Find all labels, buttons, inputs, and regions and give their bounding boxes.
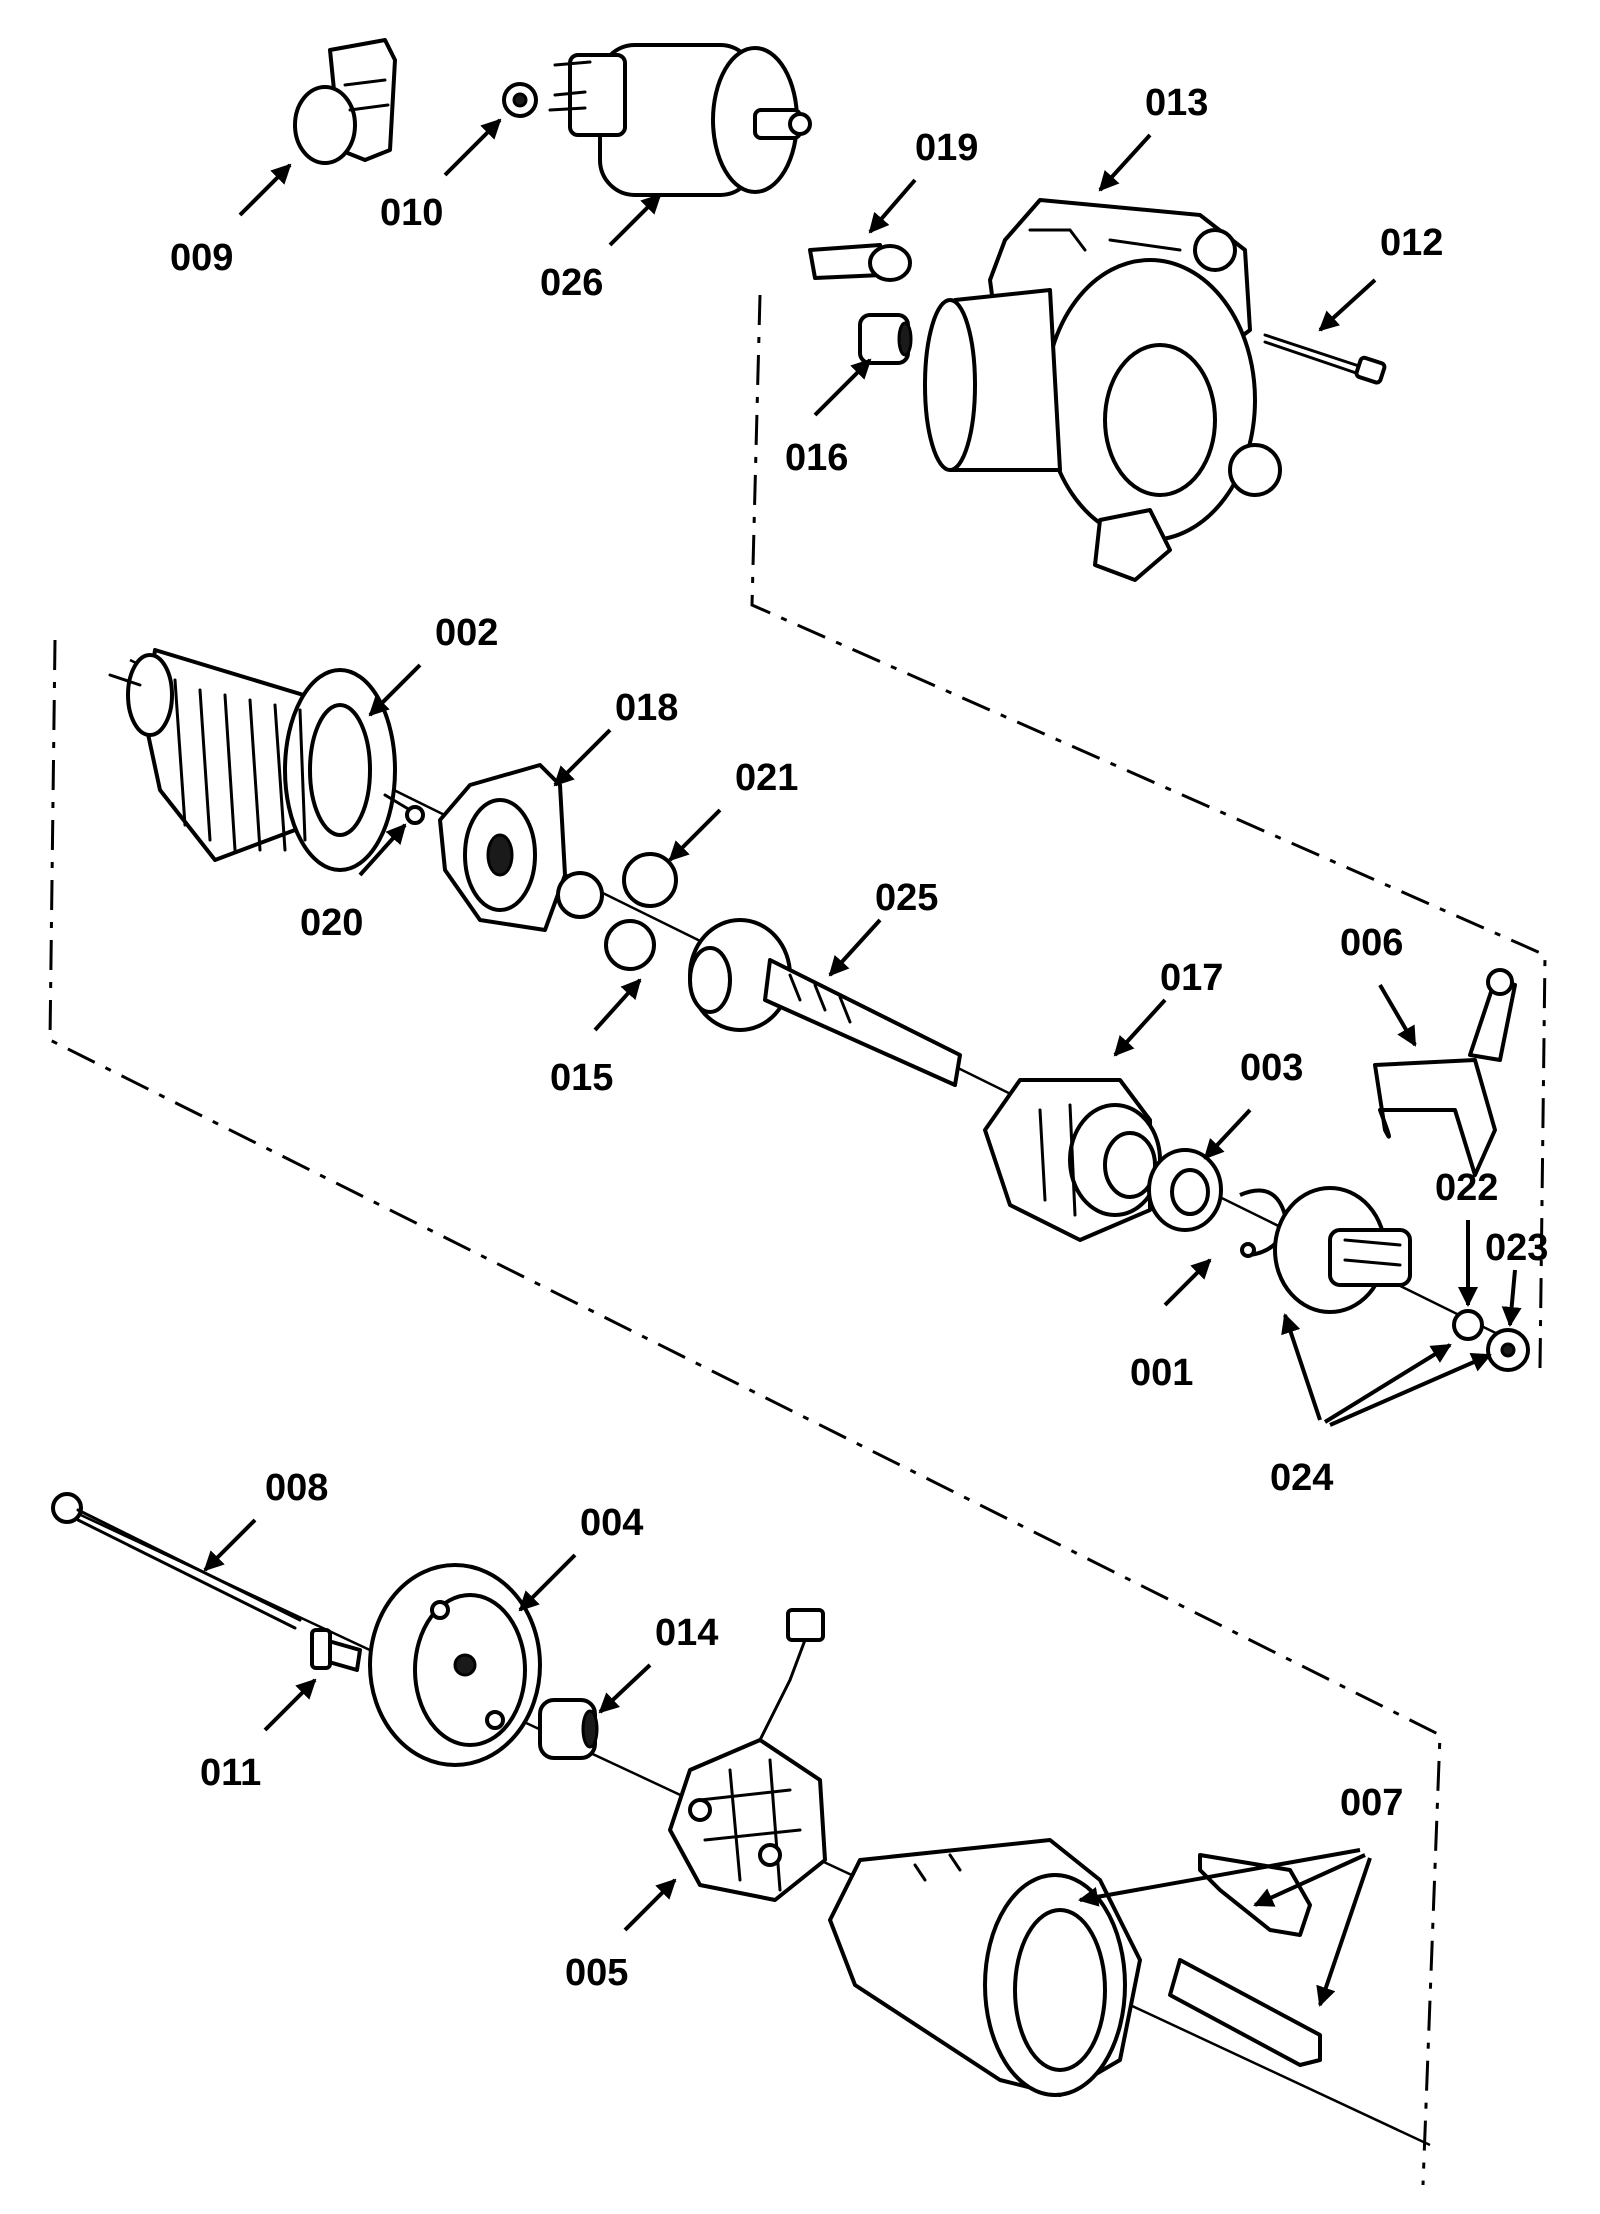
- armature-002: [108, 648, 412, 872]
- drive-assembly-024: [1273, 1186, 1412, 1314]
- stop-collar-022: [1452, 1309, 1484, 1341]
- leader-023: [1501, 1269, 1522, 1327]
- ball-020: [405, 805, 425, 825]
- bushing-016: [858, 313, 913, 365]
- leader-021: [668, 808, 722, 862]
- leader-018: [553, 728, 612, 787]
- leader-015: [593, 978, 642, 1032]
- planet-gear-015: [604, 919, 656, 971]
- bushing-014: [538, 1698, 599, 1760]
- brush-holder-005: [668, 1608, 827, 1902]
- leader-016: [813, 358, 872, 417]
- leader-007-c: [1316, 1857, 1372, 2007]
- callout-012: 012: [1380, 222, 1443, 264]
- leader-006: [1378, 983, 1417, 1047]
- leader-014: [598, 1663, 652, 1714]
- end-plate-004: [368, 1563, 542, 1767]
- leader-024-b: [1323, 1343, 1452, 1424]
- retainer-023: [1486, 1328, 1530, 1372]
- through-bolt-008: [51, 1492, 302, 1630]
- terminal-nut-010: [502, 82, 538, 118]
- planet-gears-021: [556, 852, 678, 919]
- callout-017: 017: [1160, 957, 1223, 999]
- leader-020: [358, 823, 407, 877]
- leader-009: [238, 163, 292, 217]
- solenoid-026: [548, 43, 812, 197]
- callout-005: 005: [565, 1952, 628, 1994]
- pinion-housing-017: [983, 1078, 1162, 1242]
- callout-018: 018: [615, 687, 678, 729]
- ring-gear-018: [438, 763, 567, 932]
- callout-004: 004: [580, 1502, 643, 1544]
- callout-026: 026: [540, 262, 603, 304]
- callout-015: 015: [550, 1057, 613, 1099]
- leader-004: [518, 1553, 577, 1612]
- callout-016: 016: [785, 437, 848, 479]
- callout-002: 002: [435, 612, 498, 654]
- callout-003: 003: [1240, 1047, 1303, 1089]
- frame-magnets-007: [828, 1838, 1322, 2097]
- shift-fork-006: [1373, 968, 1517, 1177]
- bolt-012: [1263, 333, 1387, 385]
- leader-024-a: [1281, 1313, 1322, 1421]
- output-shaft-025: [688, 918, 962, 1087]
- frame-middle: [48, 639, 1442, 2186]
- callout-008: 008: [265, 1467, 328, 1509]
- leader-010: [443, 118, 502, 177]
- frame-upper: [750, 294, 1547, 1369]
- lever-019: [808, 243, 912, 282]
- leader-008: [203, 1518, 257, 1572]
- washer-003: [1147, 1148, 1223, 1232]
- callout-014: 014: [655, 1612, 718, 1654]
- leader-005: [623, 1878, 677, 1932]
- solenoid-cap-009: [293, 38, 397, 165]
- leader-002: [368, 663, 422, 717]
- callout-025: 025: [875, 877, 938, 919]
- callout-011: 011: [200, 1752, 261, 1794]
- callout-022: 022: [1435, 1167, 1498, 1209]
- callout-019: 019: [915, 127, 978, 169]
- callout-010: 010: [380, 192, 443, 234]
- callout-007: 007: [1340, 1782, 1403, 1824]
- leader-003: [1203, 1108, 1252, 1160]
- leader-024-c: [1329, 1353, 1492, 1427]
- leader-012: [1318, 278, 1377, 332]
- leader-011: [263, 1678, 317, 1732]
- callout-009: 009: [170, 237, 233, 279]
- leader-026: [608, 193, 662, 247]
- callout-021: 021: [735, 757, 798, 799]
- leader-007-a: [1078, 1848, 1361, 1907]
- leader-001: [1163, 1258, 1212, 1307]
- screw-011: [310, 1628, 362, 1672]
- leader-025: [828, 918, 882, 977]
- leader-007-b: [1253, 1853, 1366, 1907]
- callout-023: 023: [1485, 1227, 1548, 1269]
- leader-013: [1098, 133, 1152, 192]
- callout-013: 013: [1145, 82, 1208, 124]
- leader-019: [868, 178, 917, 234]
- callout-024: 024: [1270, 1457, 1333, 1499]
- callout-006: 006: [1340, 922, 1403, 964]
- leader-017: [1113, 998, 1167, 1057]
- drive-end-housing-013: [923, 198, 1282, 582]
- callout-001: 001: [1130, 1352, 1193, 1394]
- callout-020: 020: [300, 902, 363, 944]
